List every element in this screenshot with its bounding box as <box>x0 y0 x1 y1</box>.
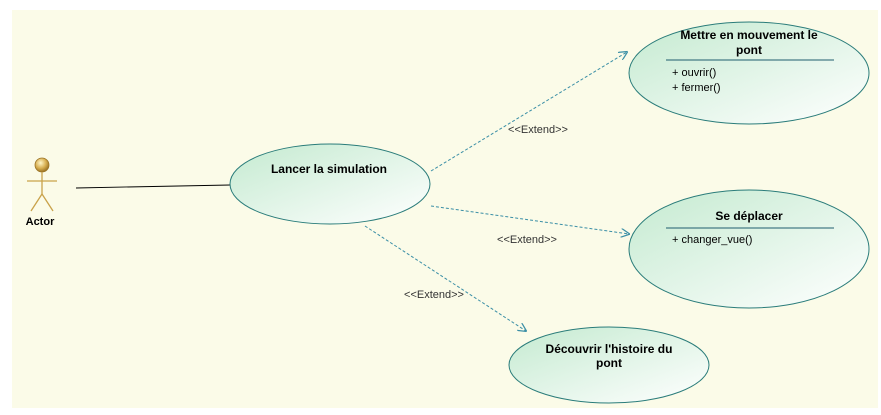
usecase-lancer-title: Lancer la simulation <box>271 162 387 176</box>
usecase-decouvrir-title-line2: pont <box>596 356 622 370</box>
extend-dependency-decouvrir[interactable] <box>364 225 526 331</box>
usecase-deplacer-title: Se déplacer <box>715 209 783 223</box>
usecase-deplacer-ellipse <box>628 189 870 309</box>
usecase-mettre-op-fermer: + fermer() <box>672 82 721 94</box>
extend-label-3: <<Extend>> <box>404 289 464 301</box>
extend-label-1: <<Extend>> <box>508 124 568 136</box>
extend-dependency-deplacer[interactable] <box>430 205 629 234</box>
usecase-mettre-en-mouvement[interactable]: Mettre en mouvement le pont + ouvrir() +… <box>628 21 870 125</box>
usecase-mettre-ellipse <box>628 21 870 125</box>
usecase-mettre-op-ouvrir: + ouvrir() <box>672 67 716 79</box>
actor[interactable]: Actor <box>26 157 57 228</box>
extend-dependency-mettre[interactable] <box>430 52 627 172</box>
usecase-decouvrir-histoire[interactable]: Découvrir l'histoire du pont <box>508 326 710 404</box>
usecase-decouvrir-ellipse <box>508 326 710 404</box>
usecase-lancer-ellipse <box>229 143 431 225</box>
actor-label: Actor <box>26 216 55 228</box>
actor-head-icon <box>34 157 50 173</box>
usecase-mettre-title-line2: pont <box>736 43 762 57</box>
extend-label-2: <<Extend>> <box>497 234 557 246</box>
usecase-decouvrir-title-line1: Découvrir l'histoire du <box>546 342 673 356</box>
usecase-lancer-simulation[interactable]: Lancer la simulation <box>229 143 431 225</box>
usecase-mettre-title-line1: Mettre en mouvement le <box>680 28 818 42</box>
association-line[interactable] <box>75 184 231 189</box>
usecase-se-deplacer[interactable]: Se déplacer + changer_vue() <box>628 189 870 309</box>
usecase-deplacer-op-changer-vue: + changer_vue() <box>672 234 752 246</box>
